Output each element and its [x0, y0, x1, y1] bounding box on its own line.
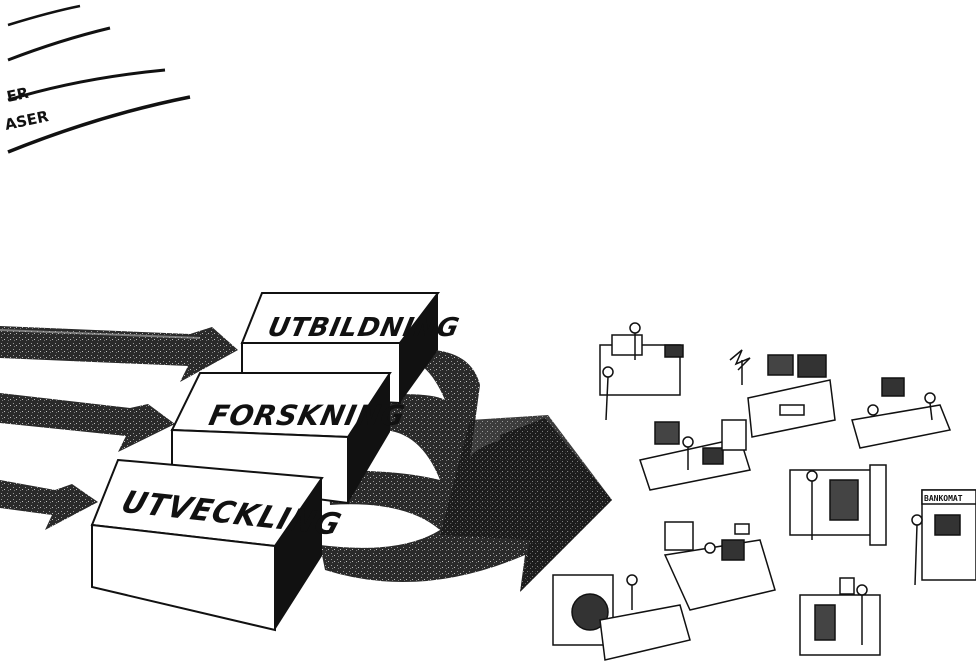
incoming-arrow-middle [0, 393, 175, 452]
corner-text-2: ASER [3, 107, 50, 134]
scene-lab-bench [800, 578, 880, 655]
scene-office-desk [600, 323, 683, 420]
scene-bank-atm: BANKOMAT [912, 490, 976, 585]
stage-label-utbildning: UTBILDNING [265, 313, 462, 343]
scene-control-room [665, 522, 775, 610]
atm-sign: BANKOMAT [924, 494, 963, 503]
incoming-arrow-bottom [0, 480, 98, 530]
scene-machine-operator [790, 465, 886, 545]
stage-box-utveckling: UTVECKLING [92, 460, 346, 630]
stage-label-forskning: FORSKNING [206, 399, 408, 432]
scene-medical-scanner [553, 575, 690, 660]
corner-text-1: ER [5, 84, 31, 106]
scene-lab-terminal [640, 420, 750, 490]
scene-pc-desk [852, 378, 950, 448]
corner-fragment: ER ASER [3, 6, 190, 152]
